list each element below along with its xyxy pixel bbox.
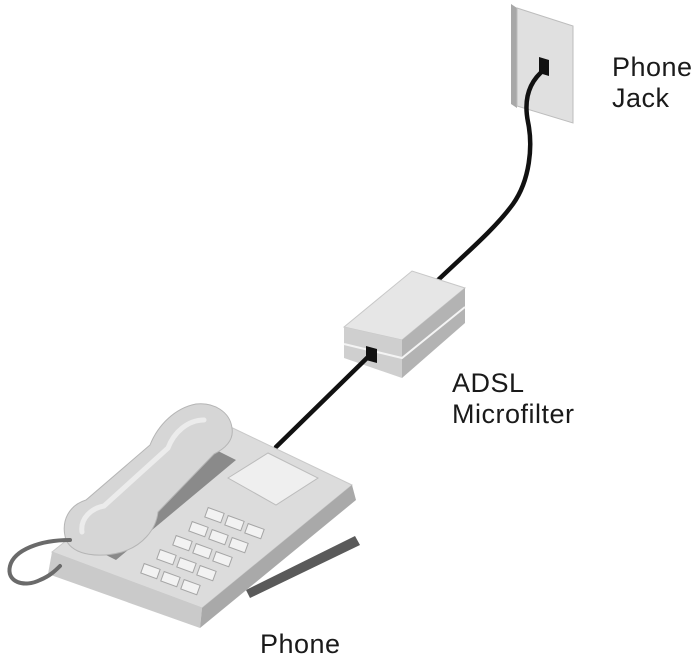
key (188, 520, 209, 538)
microfilter-label-line-2: Microfilter (452, 399, 575, 429)
key (228, 536, 249, 554)
phone-display (227, 452, 320, 506)
key (140, 562, 161, 580)
filter-seam (343, 306, 466, 360)
handset-cord (7, 538, 72, 586)
key (176, 556, 197, 574)
key (224, 514, 245, 532)
cable-jack-to-filter (434, 66, 548, 284)
phone-keypad (140, 506, 265, 596)
wall-plate-side (511, 4, 517, 108)
phone-label: Phone (260, 629, 341, 659)
handset-highlight (79, 417, 207, 535)
microfilter-label-line-1: ADSL (452, 368, 525, 398)
phone-jack-label-line-2: Jack (612, 83, 670, 113)
key (156, 548, 177, 566)
phone-shadow (246, 536, 360, 598)
key (180, 578, 201, 596)
phone-base-side (200, 485, 356, 628)
phone-jack-label-line-1: Phone (612, 52, 693, 82)
phone-base-front (48, 552, 202, 628)
key (244, 522, 265, 540)
key (192, 542, 213, 560)
key (204, 506, 225, 524)
key (196, 564, 217, 582)
adsl-microfilter (342, 270, 467, 378)
telephone (7, 403, 360, 628)
handset (63, 403, 233, 556)
key (172, 534, 193, 552)
key (160, 570, 181, 588)
key (212, 550, 233, 568)
phone-jack-label: Phone Jack (612, 52, 693, 114)
cable-filter-to-phone (273, 354, 371, 450)
key (208, 528, 229, 546)
microfilter-label: ADSL Microfilter (452, 368, 575, 430)
wall-phone-jack (511, 4, 574, 124)
